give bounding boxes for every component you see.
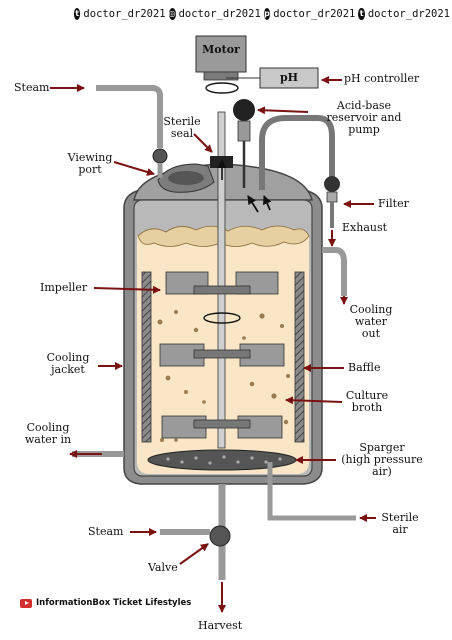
sparger-label: Sparger (high pressure air) <box>341 441 423 478</box>
motor-box <box>195 35 247 73</box>
harvest-valve <box>209 525 231 547</box>
rotation-indicator <box>203 312 241 324</box>
steam-valve-top <box>152 148 168 164</box>
sparger-ring <box>147 449 297 471</box>
exhaust-label: Exhaust <box>342 221 388 234</box>
social-handle-twitter: doctor_dr2021 <box>83 8 166 20</box>
sparger-holes <box>166 455 282 465</box>
baffle-right <box>294 271 305 443</box>
youtube-icon <box>20 598 32 608</box>
ph-controller-label: pH controller <box>344 72 420 85</box>
footer-brand: InformationBox Ticket Lifestyles <box>20 598 191 608</box>
twitter-icon: t <box>74 8 81 20</box>
impeller-top <box>165 271 279 295</box>
steam-top-label: Steam <box>14 81 50 94</box>
footer-brand-text: InformationBox Ticket Lifestyles <box>36 598 192 608</box>
sterile-air-pipe <box>267 462 356 521</box>
harvest-label: Harvest <box>198 619 243 632</box>
culture-broth-label: Culture broth <box>345 389 389 414</box>
acid-base-pump <box>233 99 255 121</box>
social-handle-instagram: doctor_dr2021 <box>178 8 261 20</box>
acid-base-label: Acid-base reservoir and pump <box>326 99 402 136</box>
impeller-shaft <box>217 111 226 449</box>
instagram-icon: ◎ <box>168 8 176 20</box>
impeller-middle <box>159 343 285 367</box>
exhaust-pipe <box>259 115 335 190</box>
sterile-air-label: Sterile air <box>381 511 419 536</box>
valve-label: Valve <box>148 561 178 574</box>
tumblr-icon: t <box>358 8 365 20</box>
cooling-water-out-label: Cooling water out <box>349 303 393 340</box>
social-handle-tumblr: doctor_dr2021 <box>367 8 450 20</box>
pinterest-icon: p <box>263 8 271 20</box>
steam-pipe-top <box>96 85 163 148</box>
filter-icon <box>324 176 340 192</box>
social-handles: t doctor_dr2021 ◎ doctor_dr2021 p doctor… <box>74 6 450 22</box>
cooling-jacket-label: Cooling jacket <box>46 351 90 376</box>
steam-bottom-label: Steam <box>88 525 124 538</box>
cooling-water-out-pipe <box>322 247 347 296</box>
cooling-water-in-label: Cooling water in <box>24 421 72 446</box>
impeller-label: Impeller <box>40 281 88 294</box>
viewing-port-label: Viewing port <box>67 151 113 176</box>
ph-label: pH <box>279 71 299 84</box>
filter-label: Filter <box>378 197 409 210</box>
social-handle-pinterest: doctor_dr2021 <box>273 8 356 20</box>
baffle-left <box>141 271 152 443</box>
sterile-seal-label: Sterile seal <box>163 115 201 140</box>
motor-rotation-indicator <box>205 82 239 94</box>
baffle-label: Baffle <box>348 361 381 374</box>
impeller-bottom <box>161 415 283 439</box>
air-bubbles <box>157 310 290 442</box>
motor-label: Motor <box>202 43 240 56</box>
